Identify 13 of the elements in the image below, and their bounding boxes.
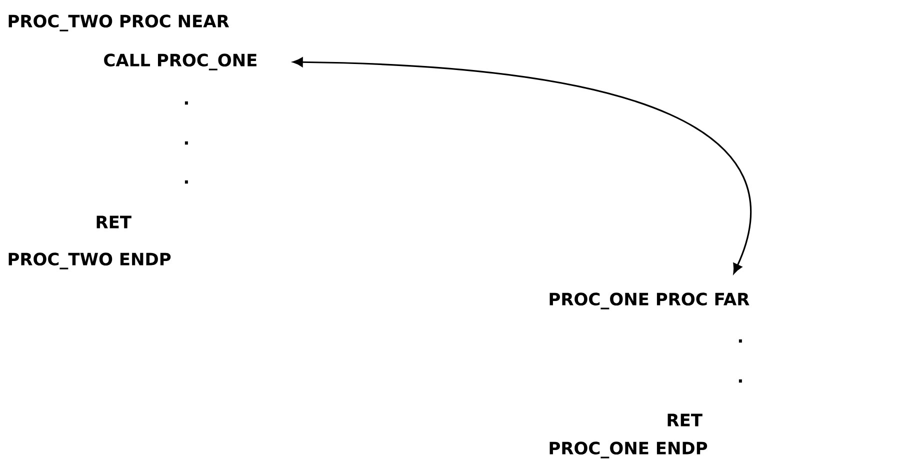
code-line: RET [96,216,132,228]
ellipsis-dot: . [738,379,742,383]
code-line: PROC_ONE ENDP [550,442,708,458]
ellipsis-dot: . [738,339,742,343]
curved-arrow [292,57,751,274]
ellipsis-dot: . [184,180,188,184]
code-line: CALL PROC_ONE [104,54,256,70]
code-line: PROC_TWO PROC NEAR [8,14,230,32]
ellipsis-dot: . [184,101,188,105]
ellipsis-dot: . [184,141,188,145]
code-line: PROC_TWO ENDP [8,252,171,270]
code-line: PROC_ONE PROC FAR [550,292,750,310]
code-line: RET [668,414,702,426]
